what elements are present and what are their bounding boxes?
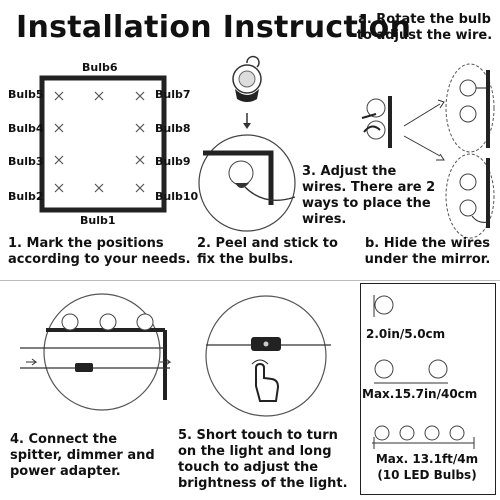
bulb3-label: Bulb3 — [8, 155, 44, 168]
bulb5-label: Bulb5 — [8, 88, 44, 101]
adjust-wires-diagram — [361, 63, 495, 239]
step-a-text: a. Rotate the bulb to adjust the wire. — [356, 12, 493, 43]
bulb10-label: Bulb10 — [155, 190, 199, 203]
spec-spacing: Max.15.7in/40cm — [362, 387, 478, 401]
bulb9-label: Bulb9 — [155, 155, 191, 168]
page-title: Installation Instruction — [16, 10, 412, 45]
peel-stick-diagram — [198, 55, 296, 232]
bulb8-label: Bulb8 — [155, 122, 191, 135]
bulb1-label: Bulb1 — [80, 214, 116, 227]
mirror-frame-diagram — [39, 75, 167, 213]
bulb6-label: Bulb6 — [82, 61, 118, 74]
touch-control-diagram — [205, 295, 331, 417]
specs-diagram — [372, 295, 475, 449]
bulb4-label: Bulb4 — [8, 122, 44, 135]
step4-text: 4. Connect the spitter, dimmer and power… — [10, 432, 155, 479]
connect-diagram — [20, 293, 172, 411]
step3-text: 3. Adjust the wires. There are 2 ways to… — [302, 164, 436, 227]
spec-total-line1: Max. 13.1ft/4m — [375, 452, 479, 466]
step2-text: 2. Peel and stick to fix the bulbs. — [197, 236, 338, 267]
step1-text: 1. Mark the positions according to your … — [8, 236, 191, 267]
spec-diameter: 2.0in/5.0cm — [366, 327, 446, 341]
row-divider — [0, 280, 500, 281]
bulb2-label: Bulb2 — [8, 190, 44, 203]
bulb7-label: Bulb7 — [155, 88, 191, 101]
specs-box — [360, 283, 496, 495]
step-b-text: b. Hide the wires under the mirror. — [364, 236, 491, 267]
step5-text: 5. Short touch to turn on the light and … — [178, 428, 348, 491]
spec-total-line2: (10 LED Bulbs) — [377, 468, 477, 482]
